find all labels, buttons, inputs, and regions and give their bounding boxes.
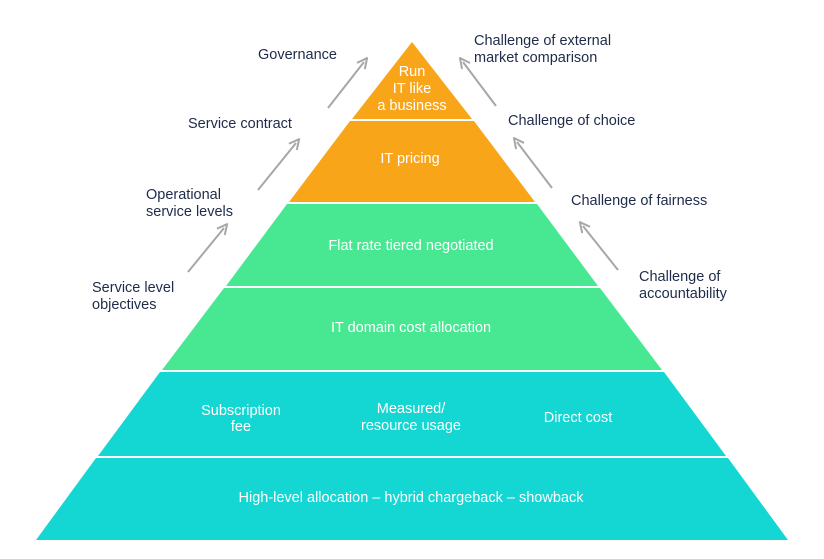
base-allocation-label: High-level allocation – hybrid chargebac… [239, 490, 585, 506]
arrow-fairness-to-choice [517, 142, 553, 189]
governance-label: Governance [258, 47, 337, 63]
tier-it-pricing [289, 121, 535, 202]
challenge-external-label: Challenge of external market comparison [474, 33, 611, 67]
slo-line2: objectives [92, 297, 157, 313]
service-level-objectives-label: Service level objectives [92, 280, 174, 314]
top-tier-line2: IT like [393, 81, 431, 97]
external-line2: market comparison [474, 50, 598, 66]
challenge-fairness-label: Challenge of fairness [571, 193, 708, 209]
challenge-accountability-label: Challenge of accountability [639, 269, 727, 303]
arrow-operational-to-contract [257, 143, 296, 191]
measured-usage-line2: resource usage [361, 418, 461, 434]
it-pricing-label: IT pricing [380, 151, 439, 167]
tier-run-it-like-business [352, 42, 472, 119]
tier-domain-allocation [162, 288, 662, 370]
tier-flat-rate [226, 204, 598, 286]
arrow-contract-to-governance [327, 62, 364, 109]
external-line1: Challenge of external [474, 33, 612, 49]
domain-allocation-label: IT domain cost allocation [331, 320, 491, 336]
subscription-fee-line1: Subscription [201, 403, 281, 419]
operational-line1: Operational [146, 187, 221, 203]
operational-service-levels-label: Operational service levels [146, 187, 233, 221]
tier-usage-costs [98, 372, 726, 456]
direct-cost-label: Direct cost [544, 410, 613, 426]
arrow-accountability-to-fairness [583, 226, 619, 271]
operational-line2: service levels [146, 204, 234, 220]
subscription-fee-line2: fee [231, 419, 251, 435]
tier-base-allocation [36, 458, 788, 540]
accountability-line1: Challenge of [639, 269, 721, 285]
arrow-choice-to-external [463, 62, 497, 107]
arrow-slo-to-operational [187, 228, 224, 273]
top-tier-line1: Run [399, 64, 426, 80]
challenge-choice-label: Challenge of choice [508, 113, 636, 129]
slo-line1: Service level [92, 280, 175, 296]
top-tier-line3: a business [377, 98, 446, 114]
service-contract-label: Service contract [188, 116, 292, 132]
accountability-line2: accountability [639, 286, 727, 302]
measured-usage-line1: Measured/ [377, 401, 446, 417]
flat-rate-label: Flat rate tiered negotiated [328, 238, 493, 254]
